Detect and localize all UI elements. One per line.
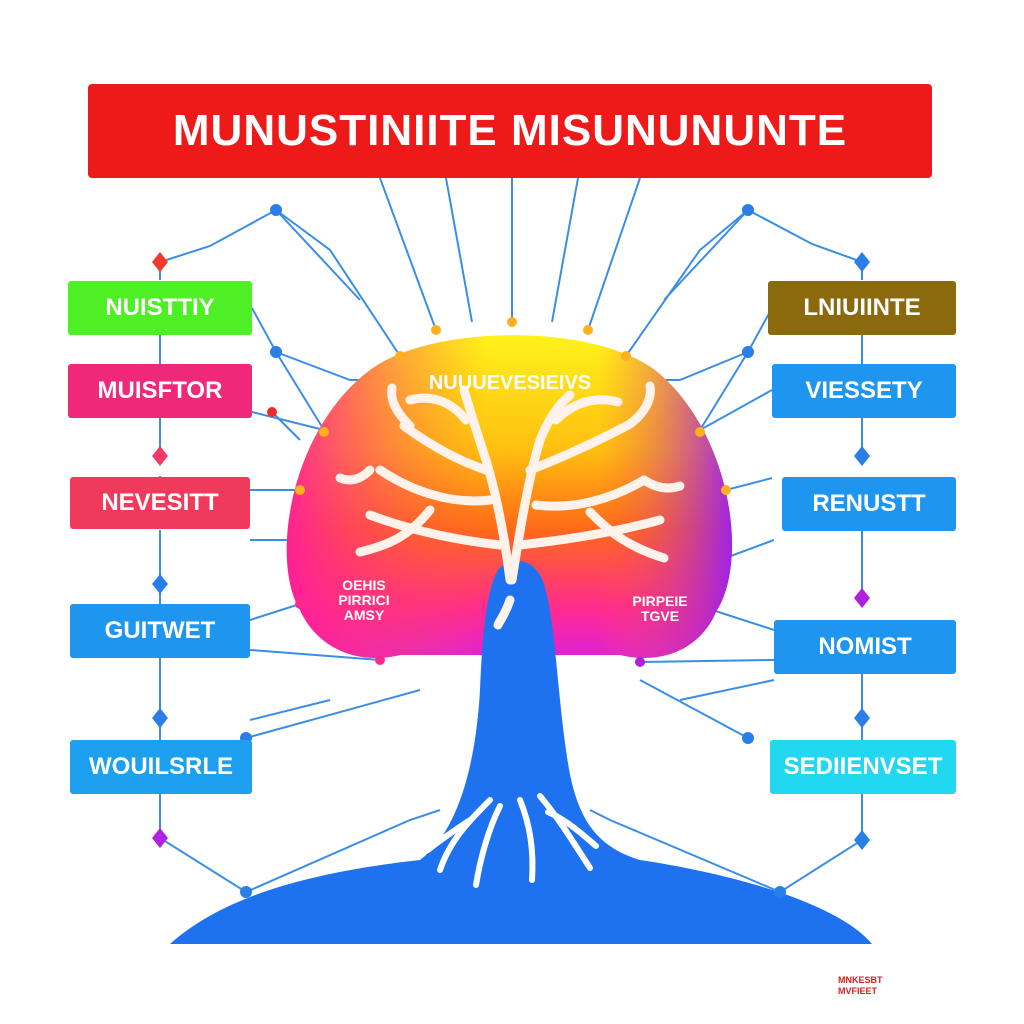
- right-inner-label-line: TGVE: [640, 608, 680, 624]
- footer-note-line: MVFIEET: [838, 986, 878, 996]
- left-inner-label: OEHIS PIRRICI AMSY: [326, 578, 402, 623]
- footer-note: MNKESBT MVFIEET: [838, 975, 883, 997]
- right-node-1[interactable]: LNIUIINTE: [768, 281, 956, 335]
- right-inner-label-line: PIRPEIE: [632, 593, 688, 609]
- right-node-5[interactable]: SEDIIENVSET: [770, 740, 956, 794]
- left-node-3[interactable]: NEVESITT: [70, 477, 250, 529]
- right-node-4[interactable]: NOMIST: [774, 620, 956, 674]
- right-node-3[interactable]: RENUSTT: [782, 477, 956, 531]
- title-connectors: [379, 177, 641, 331]
- diagram-title: MUNUSTINIITE MISUNUNUNTE: [172, 106, 848, 155]
- right-node-2[interactable]: VIESSETY: [772, 364, 956, 418]
- connector-nodes: [152, 204, 870, 898]
- left-node-2[interactable]: MUISFTOR: [68, 364, 252, 418]
- right-connectors: [589, 208, 863, 894]
- left-node-5[interactable]: WOUILSRLE: [70, 740, 252, 794]
- left-inner-label-line: PIRRICI: [338, 592, 390, 608]
- tree-branches: [335, 381, 685, 630]
- left-node-4[interactable]: GUITWET: [70, 604, 250, 658]
- title-banner: MUNUSTINIITE MISUNUNUNTE: [88, 84, 932, 178]
- tree-roots: [425, 793, 599, 888]
- right-inner-label: PIRPEIE TGVE: [620, 594, 700, 624]
- left-inner-label-line: OEHIS: [342, 577, 386, 593]
- tree-trunk: [170, 560, 872, 944]
- footer-note-line: MNKESBT: [838, 975, 883, 985]
- left-inner-label-line: AMSY: [343, 607, 385, 623]
- crown-label: NUUUEVESIEIVS: [428, 372, 592, 394]
- crown-dots: [295, 317, 731, 667]
- left-node-1[interactable]: NUISTTIY: [68, 281, 252, 335]
